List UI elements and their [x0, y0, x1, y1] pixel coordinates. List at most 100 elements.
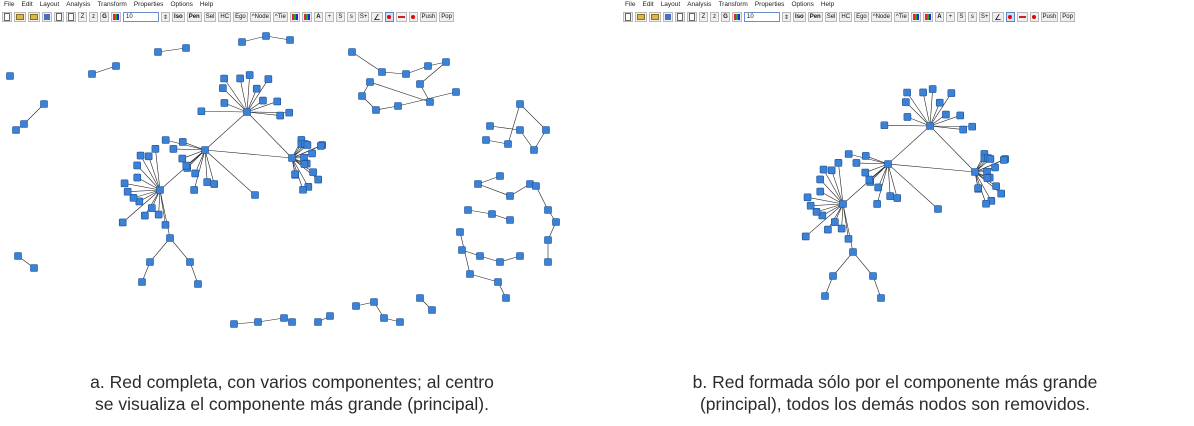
draw-icon[interactable]	[992, 12, 1004, 22]
network-node[interactable]	[243, 108, 251, 116]
network-node[interactable]	[280, 314, 288, 322]
network-node[interactable]	[154, 48, 162, 56]
network-node[interactable]	[542, 126, 550, 134]
menu-properties[interactable]: Properties	[754, 1, 785, 8]
menu-layout[interactable]: Layout	[660, 1, 681, 8]
save-icon[interactable]	[42, 12, 52, 22]
open-folder-icon[interactable]	[14, 12, 26, 22]
network-node[interactable]	[426, 98, 434, 106]
network-node[interactable]	[416, 294, 424, 302]
network-node[interactable]	[136, 151, 145, 160]
menu-file[interactable]: File	[625, 1, 636, 8]
layout-icon[interactable]	[66, 12, 76, 22]
red-dot-icon[interactable]	[1029, 12, 1039, 22]
network-node[interactable]	[968, 122, 977, 131]
menu-file[interactable]: File	[4, 1, 15, 8]
network-node[interactable]	[834, 159, 843, 167]
network-node[interactable]	[348, 48, 356, 56]
graph-button[interactable]: G	[721, 12, 730, 22]
network-node[interactable]	[903, 113, 912, 121]
network-node[interactable]	[816, 175, 824, 184]
network-node[interactable]	[956, 111, 965, 120]
network-node[interactable]	[496, 172, 504, 180]
menu-analysis[interactable]: Analysis	[687, 1, 712, 8]
draw-icon[interactable]	[371, 12, 383, 22]
network-node[interactable]	[291, 170, 299, 178]
color-grid-icon[interactable]	[289, 12, 300, 22]
network-node[interactable]	[494, 278, 502, 286]
network-node[interactable]	[299, 185, 307, 194]
network-node[interactable]	[210, 180, 219, 188]
network-node[interactable]	[220, 74, 228, 83]
network-node[interactable]	[12, 126, 20, 134]
network-node[interactable]	[474, 180, 482, 188]
network-node[interactable]	[844, 150, 853, 158]
network-node[interactable]	[827, 166, 836, 175]
size-up-button[interactable]: S	[956, 12, 966, 22]
network-node[interactable]	[496, 258, 504, 266]
network-node[interactable]	[806, 201, 815, 210]
plus-button[interactable]: +	[324, 12, 334, 22]
lightning-icon[interactable]	[111, 12, 121, 22]
menu-edit[interactable]: Edit	[21, 1, 33, 8]
network-node[interactable]	[506, 192, 514, 200]
network-node[interactable]	[884, 160, 892, 168]
network-node[interactable]	[238, 38, 246, 46]
network-node[interactable]	[402, 70, 410, 78]
network-node[interactable]	[186, 258, 194, 266]
network-node[interactable]	[161, 136, 170, 144]
network-node[interactable]	[236, 74, 244, 83]
network-node[interactable]	[273, 97, 282, 106]
network-node[interactable]	[869, 272, 877, 280]
color-grid-icon[interactable]	[910, 12, 921, 22]
network-node[interactable]	[880, 121, 889, 130]
network-canvas-main-component[interactable]	[621, 26, 1194, 330]
menu-options[interactable]: Options	[170, 1, 193, 8]
network-node[interactable]	[824, 225, 832, 234]
network-node[interactable]	[837, 224, 846, 233]
network-node[interactable]	[288, 154, 296, 162]
network-node[interactable]	[154, 210, 163, 219]
network-node[interactable]	[314, 175, 323, 184]
layout-icon[interactable]	[687, 12, 697, 22]
network-node[interactable]	[839, 200, 847, 208]
network-node[interactable]	[230, 320, 238, 328]
network-node[interactable]	[133, 161, 141, 170]
spinner-icon[interactable]: ⇕	[161, 12, 171, 22]
network-node[interactable]	[182, 44, 190, 52]
network-node[interactable]	[934, 205, 942, 213]
network-node[interactable]	[178, 138, 187, 146]
network-node[interactable]	[308, 149, 316, 158]
network-node[interactable]	[169, 145, 178, 153]
network-node[interactable]	[166, 234, 174, 242]
menu-edit[interactable]: Edit	[642, 1, 654, 8]
network-node[interactable]	[141, 211, 149, 220]
network-node[interactable]	[532, 182, 540, 190]
network-node[interactable]	[396, 318, 404, 326]
network-node[interactable]	[129, 194, 138, 202]
network-node[interactable]	[844, 235, 853, 243]
network-node[interactable]	[983, 174, 992, 182]
pop-button[interactable]: Pop	[439, 12, 454, 22]
network-node[interactable]	[372, 106, 380, 114]
network-node[interactable]	[118, 218, 127, 227]
pop-button[interactable]: Pop	[1060, 12, 1075, 22]
network-node[interactable]	[252, 84, 261, 93]
network-node[interactable]	[991, 163, 999, 172]
network-node[interactable]	[877, 294, 885, 302]
node-button[interactable]: ^Node	[249, 12, 271, 22]
network-node[interactable]	[358, 92, 366, 100]
tie-button[interactable]: ^Tie	[893, 12, 909, 22]
network-node[interactable]	[314, 318, 322, 326]
push-button[interactable]: Push	[419, 12, 438, 22]
zoom-in-button[interactable]: Z	[699, 12, 708, 22]
label-button[interactable]: A	[313, 12, 323, 22]
network-node[interactable]	[516, 126, 524, 134]
iso-button[interactable]: Iso	[172, 12, 185, 22]
network-node[interactable]	[191, 169, 199, 178]
network-node[interactable]	[992, 182, 1000, 190]
menu-transform[interactable]: Transform	[97, 1, 127, 8]
network-node[interactable]	[816, 187, 825, 196]
print-icon[interactable]	[675, 12, 685, 22]
network-node[interactable]	[476, 252, 484, 260]
